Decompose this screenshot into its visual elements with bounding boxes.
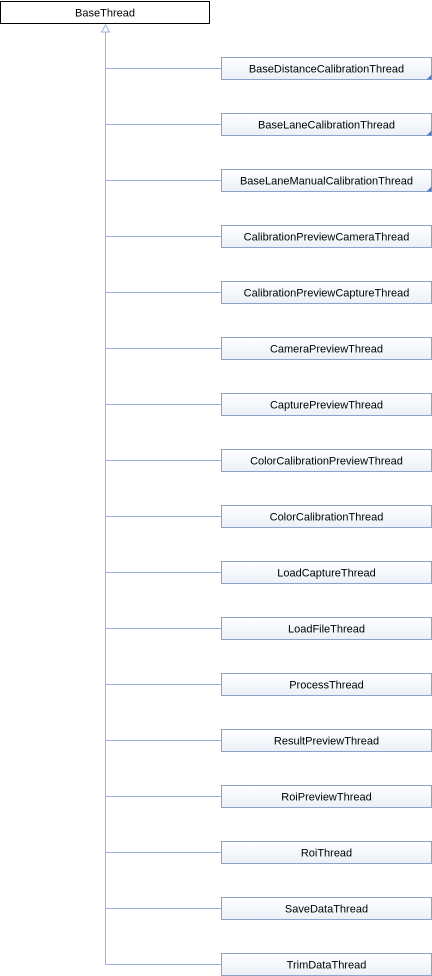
derived-class-label: CalibrationPreviewCaptureThread (244, 288, 410, 300)
derived-class-node[interactable]: CameraPreviewThread (221, 337, 432, 360)
derived-class-label: BaseDistanceCalibrationThread (249, 64, 404, 76)
derived-class-node[interactable]: CapturePreviewThread (221, 393, 432, 416)
derived-class-label: RoiPreviewThread (281, 792, 371, 804)
inheritance-edges (100, 23, 222, 965)
derived-class-label: CameraPreviewThread (270, 344, 383, 356)
derived-class-label: BaseLaneCalibrationThread (258, 120, 395, 132)
base-class-box[interactable] (0, 1, 210, 24)
derived-class-node[interactable]: CalibrationPreviewCaptureThread (221, 281, 432, 304)
derived-class-label: ColorCalibrationThread (270, 512, 384, 524)
derived-class-node[interactable]: ColorCalibrationPreviewThread (221, 449, 432, 472)
derived-class-node[interactable]: LoadCaptureThread (221, 561, 432, 584)
has-subclasses-marker-icon (426, 186, 432, 192)
derived-class-node[interactable]: BaseDistanceCalibrationThread (221, 57, 432, 80)
has-subclasses-marker-icon (426, 74, 432, 80)
derived-class-label: ColorCalibrationPreviewThread (250, 456, 403, 468)
derived-class-node[interactable]: BaseLaneCalibrationThread (221, 113, 432, 136)
derived-class-list: BaseDistanceCalibrationThreadBaseLaneCal… (221, 57, 432, 976)
derived-class-label: CalibrationPreviewCameraThread (244, 232, 410, 244)
derived-class-node[interactable]: RoiPreviewThread (221, 785, 432, 808)
base-class-node[interactable]: BaseThread (0, 1, 210, 24)
derived-class-node[interactable]: TrimDataThread (221, 953, 432, 976)
derived-class-label: SaveDataThread (285, 904, 368, 916)
derived-class-label: RoiThread (301, 848, 352, 860)
derived-class-node[interactable]: CalibrationPreviewCameraThread (221, 225, 432, 248)
has-subclasses-marker-icon (426, 130, 432, 136)
derived-class-node[interactable]: ResultPreviewThread (221, 729, 432, 752)
derived-class-node[interactable]: ProcessThread (221, 673, 432, 696)
derived-class-node[interactable]: LoadFileThread (221, 617, 432, 640)
base-class-label: BaseThread (75, 8, 135, 20)
derived-class-node[interactable]: RoiThread (221, 841, 432, 864)
derived-class-node[interactable]: BaseLaneManualCalibrationThread (221, 169, 432, 192)
derived-class-node[interactable]: SaveDataThread (221, 897, 432, 920)
inheritance-arrowhead (100, 23, 111, 33)
derived-class-label: ResultPreviewThread (274, 736, 379, 748)
derived-class-label: ProcessThread (289, 680, 364, 692)
derived-class-label: CapturePreviewThread (270, 400, 383, 412)
derived-class-label: BaseLaneManualCalibrationThread (240, 176, 413, 188)
derived-class-label: LoadFileThread (288, 624, 365, 636)
derived-class-node[interactable]: ColorCalibrationThread (221, 505, 432, 528)
derived-class-label: TrimDataThread (287, 960, 367, 972)
derived-class-label: LoadCaptureThread (277, 568, 375, 580)
